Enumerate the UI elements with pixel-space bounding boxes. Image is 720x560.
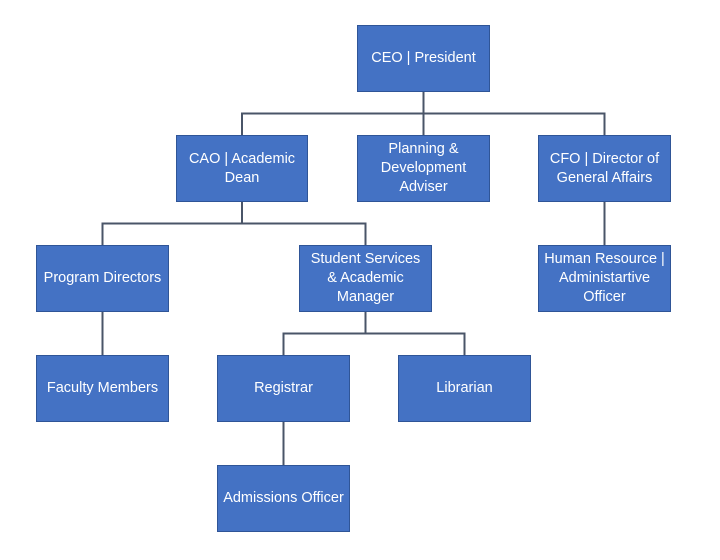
node-label: Faculty Members [46, 380, 159, 396]
node-planning-development-adviser: Planning & Development Adviser [357, 135, 490, 202]
connector-student_services-registrar [282, 312, 367, 355]
connector-cao-program_directors [101, 202, 243, 245]
node-student-services-academic-manager: Student Services & Academic Manager [299, 245, 432, 312]
node-cfo-director-general-affairs: CFO | Director of General Affairs [538, 135, 671, 202]
node-ceo-president: CEO | President [357, 25, 490, 92]
connector-ceo-cfo [422, 92, 606, 135]
node-admissions-officer: Admissions Officer [217, 465, 350, 532]
node-librarian: Librarian [398, 355, 531, 422]
node-label: Human Resource | Administartive Officer [544, 251, 665, 305]
node-label: CAO | Academic Dean [188, 150, 296, 186]
node-registrar: Registrar [217, 355, 350, 422]
node-label: Admissions Officer [223, 490, 344, 506]
node-program-directors: Program Directors [36, 245, 169, 312]
node-label: CFO | Director of General Affairs [549, 150, 660, 186]
connector-cao-student_services [241, 202, 367, 245]
node-label: Student Services & Academic Manager [310, 251, 421, 305]
node-label: Registrar [254, 380, 313, 396]
node-label: Program Directors [43, 270, 162, 286]
node-faculty-members: Faculty Members [36, 355, 169, 422]
node-human-resource-administrative-officer: Human Resource | Administartive Officer [538, 245, 671, 312]
node-label: CEO | President [371, 50, 476, 66]
node-cao-academic-dean: CAO | Academic Dean [176, 135, 308, 202]
node-label: Planning & Development Adviser [380, 141, 467, 195]
connector-student_services-librarian [364, 312, 466, 355]
connector-ceo-cao [241, 92, 425, 135]
node-label: Librarian [436, 380, 493, 396]
